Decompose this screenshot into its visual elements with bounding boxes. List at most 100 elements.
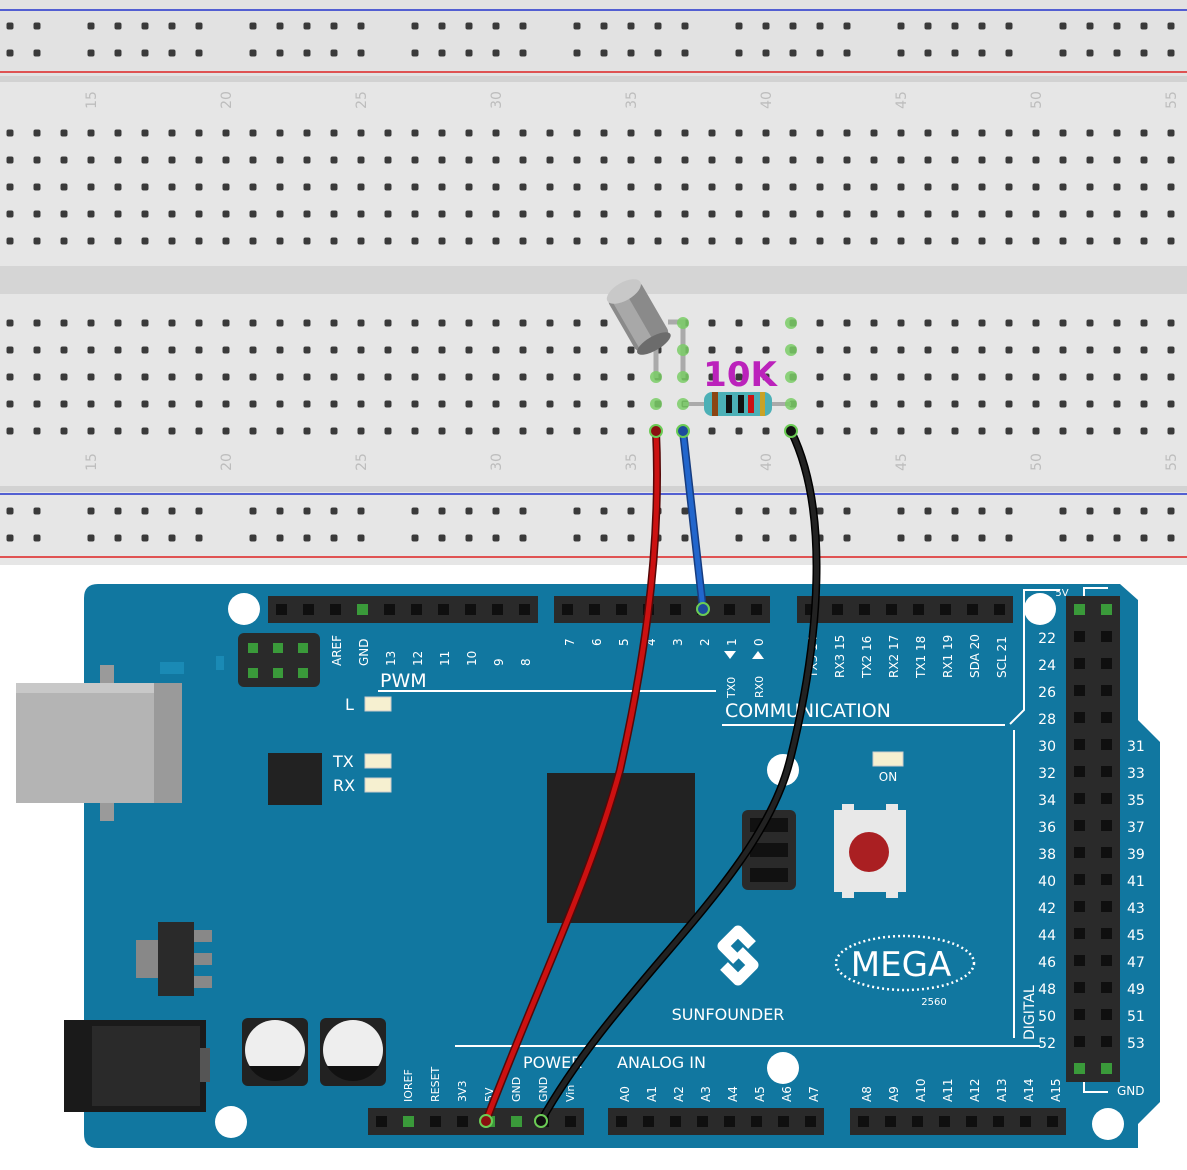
- breadboard-hole: [681, 210, 689, 218]
- highlighted-hole: [677, 398, 689, 410]
- breadboard-hole: [438, 400, 446, 408]
- led-l-label: L: [345, 695, 354, 714]
- rail-hole: [924, 534, 932, 542]
- breadboard-hole: [546, 319, 554, 327]
- breadboard-hole: [1167, 156, 1175, 164]
- brand-label: SUNFOUNDER: [672, 1005, 785, 1024]
- breadboard-hole: [411, 156, 419, 164]
- breadboard-hole: [735, 319, 743, 327]
- header-pin: [778, 1116, 789, 1127]
- breadboard-hole: [87, 156, 95, 164]
- breadboard-hole: [1140, 237, 1148, 245]
- breadboard-hole: [1140, 183, 1148, 191]
- header-pin: [589, 604, 600, 615]
- pin-label: RX3 15: [833, 635, 847, 678]
- rail-hole: [789, 507, 797, 515]
- header-pin: [1101, 793, 1112, 804]
- header-communication: [797, 596, 1013, 623]
- breadboard-hole: [1113, 346, 1121, 354]
- breadboard-hole: [168, 427, 176, 435]
- breadboard-hole: [1167, 373, 1175, 381]
- rail-hole: [951, 22, 959, 30]
- breadboard-hole: [195, 400, 203, 408]
- breadboard-hole: [33, 210, 41, 218]
- breadboard-hole: [87, 319, 95, 327]
- rail-hole: [411, 507, 419, 515]
- digital-pin-label: 24: [1038, 658, 1056, 674]
- breadboard-hole: [1005, 183, 1013, 191]
- breadboard-hole: [762, 210, 770, 218]
- rail-hole: [1167, 507, 1175, 515]
- analog-pin-label: A2: [672, 1086, 686, 1102]
- rail-hole: [843, 534, 851, 542]
- breadboard-hole: [87, 427, 95, 435]
- column-number: 30: [489, 453, 505, 471]
- breadboard-hole: [222, 183, 230, 191]
- header-pin: [994, 604, 1005, 615]
- rail-hole: [681, 534, 689, 542]
- breadboard-hole: [438, 319, 446, 327]
- column-number: 55: [1164, 453, 1180, 471]
- power-section-label: POWER: [523, 1053, 582, 1072]
- header-pin: [885, 1116, 896, 1127]
- analog-pin-label: A1: [645, 1086, 659, 1102]
- breadboard-hole: [249, 210, 257, 218]
- analog-pin-label: A0: [618, 1086, 632, 1102]
- digital-pin-label: 48: [1038, 982, 1056, 998]
- breadboard-hole: [573, 346, 581, 354]
- rx0-label: RX0: [753, 676, 766, 698]
- rail-hole: [951, 507, 959, 515]
- breadboard-hole: [708, 373, 716, 381]
- breadboard-hole: [789, 129, 797, 137]
- rail-hole: [249, 22, 257, 30]
- digital-pin-label: 44: [1038, 928, 1056, 944]
- breadboard-hole: [168, 237, 176, 245]
- digital-pin-label: 31: [1127, 739, 1145, 755]
- rail-hole: [438, 49, 446, 57]
- breadboard-hole: [546, 373, 554, 381]
- breadboard-hole: [1059, 346, 1067, 354]
- resistor-value-label: 10K: [703, 355, 778, 395]
- breadboard-hole: [33, 400, 41, 408]
- breadboard-hole: [60, 210, 68, 218]
- column-number: 20: [219, 91, 235, 109]
- capacitor: [242, 1018, 308, 1086]
- breadboard-hole: [816, 156, 824, 164]
- breadboard-hole: [222, 210, 230, 218]
- breadboard-hole: [384, 427, 392, 435]
- rail-hole: [411, 49, 419, 57]
- header-pin: [805, 1116, 816, 1127]
- breadboard-hole: [465, 129, 473, 137]
- breadboard-hole: [600, 183, 608, 191]
- breadboard-hole: [168, 183, 176, 191]
- breadboard-hole: [465, 210, 473, 218]
- breadboard-hole: [870, 183, 878, 191]
- breadboard-hole: [33, 373, 41, 381]
- breadboard-hole: [303, 373, 311, 381]
- breadboard-hole: [1032, 210, 1040, 218]
- rail-hole: [654, 22, 662, 30]
- breadboard-hole: [168, 373, 176, 381]
- breadboard-hole: [384, 210, 392, 218]
- breadboard-hole: [1113, 210, 1121, 218]
- rail-hole: [951, 534, 959, 542]
- digital-pin-label: 39: [1127, 847, 1145, 863]
- breadboard-hole: [951, 346, 959, 354]
- breadboard-hole: [411, 129, 419, 137]
- breadboard-hole: [141, 210, 149, 218]
- rail-hole: [276, 534, 284, 542]
- breadboard-hole: [33, 346, 41, 354]
- pin-label: GND: [357, 638, 371, 666]
- breadboard-hole: [600, 156, 608, 164]
- header-pin: [1074, 766, 1085, 777]
- breadboard-hole: [546, 183, 554, 191]
- breadboard-hole: [1059, 319, 1067, 327]
- breadboard-hole: [438, 210, 446, 218]
- rail-hole: [573, 22, 581, 30]
- breadboard-hole: [735, 183, 743, 191]
- breadboard-hole: [384, 319, 392, 327]
- breadboard-hole: [816, 346, 824, 354]
- rail-hole: [195, 534, 203, 542]
- breadboard-hole: [627, 183, 635, 191]
